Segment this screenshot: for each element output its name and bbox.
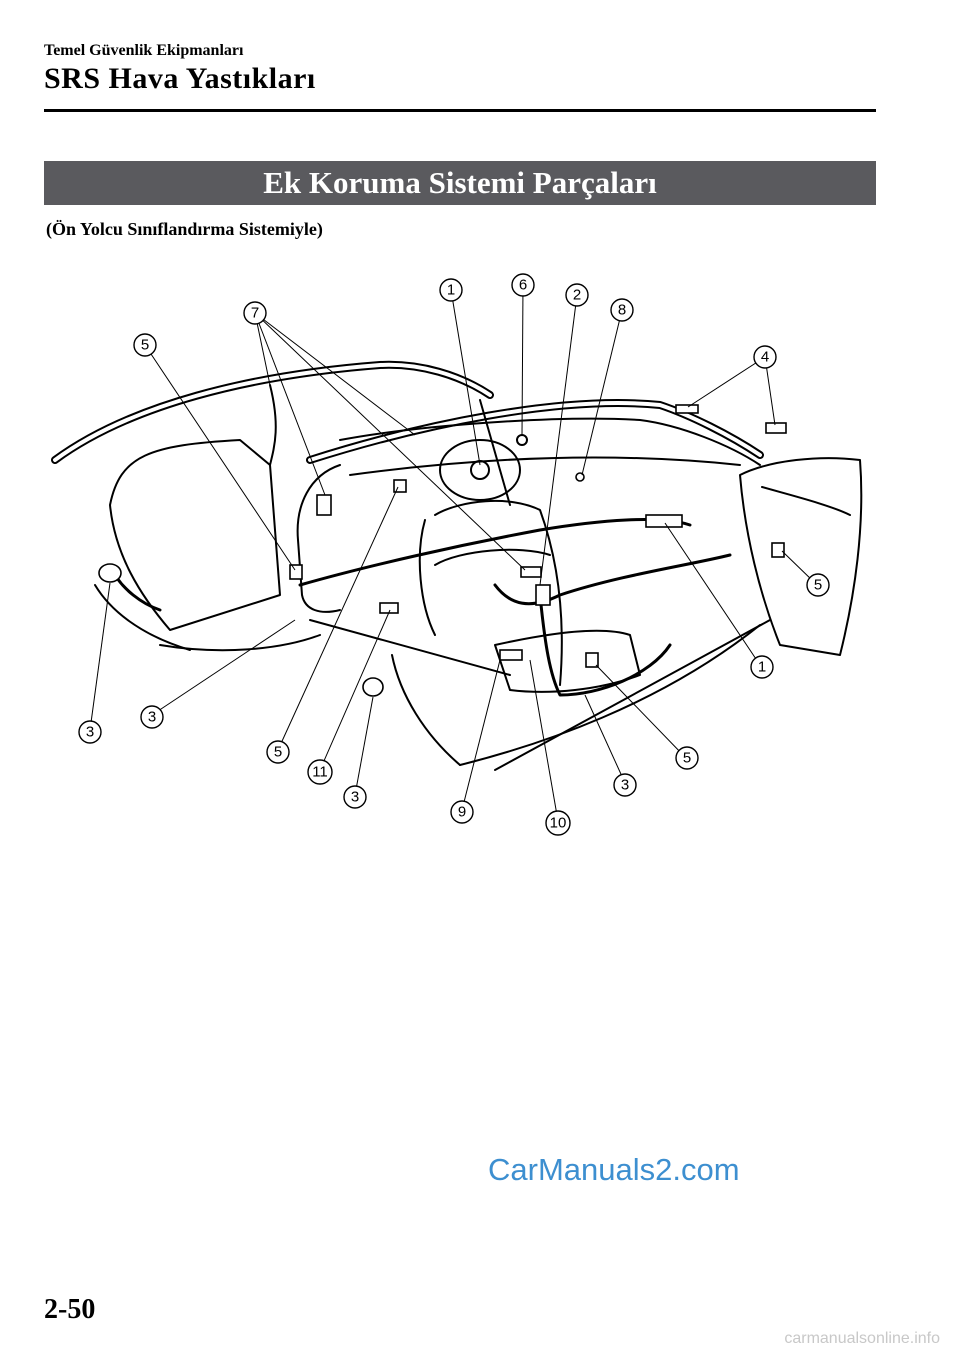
callout-10: 10 [545, 810, 571, 836]
page-title: SRS Hava Yastıkları [44, 62, 316, 95]
callouts: 1 6 2 8 7 5 4 5 1 5 3 3 3 3 5 11 9 10 [78, 273, 830, 836]
svg-text:8: 8 [618, 302, 626, 319]
sensor-4 [393, 479, 407, 493]
subtitle: (Ön Yolcu Sınıflandırma Sistemiyle) [46, 219, 323, 239]
sensor-7 [535, 584, 551, 606]
section-banner: Ek Koruma Sistemi Parçaları [44, 161, 876, 205]
svg-text:3: 3 [621, 777, 629, 794]
sensor-9 [771, 542, 785, 558]
svg-text:3: 3 [86, 724, 94, 741]
callout-2: 2 [565, 283, 589, 307]
footer-watermark: carmanualsonline.info [784, 1330, 940, 1347]
callout-3c: 3 [613, 773, 637, 797]
svg-text:1: 1 [447, 282, 455, 299]
sensor-10 [675, 404, 699, 414]
svg-text:4: 4 [761, 349, 769, 366]
sensor-15 [575, 472, 585, 482]
callout-3b: 3 [78, 720, 102, 744]
callout-3d: 3 [343, 785, 367, 809]
sensor-14 [585, 652, 599, 668]
watermark: CarManuals2.com [488, 1152, 740, 1187]
vehicle-outline [51, 360, 863, 771]
callout-5a: 5 [133, 333, 157, 357]
svg-text:2: 2 [573, 287, 581, 304]
sensor-6 [520, 566, 542, 578]
svg-text:3: 3 [148, 709, 156, 726]
sensor-1 [98, 563, 122, 583]
svg-text:5: 5 [683, 750, 691, 767]
callout-5c: 5 [675, 746, 699, 770]
svg-text:5: 5 [141, 337, 149, 354]
sensor-8 [645, 514, 683, 528]
callout-3a: 3 [140, 705, 164, 729]
callout-1a: 1 [439, 278, 463, 302]
svg-text:5: 5 [274, 744, 282, 761]
svg-text:7: 7 [251, 305, 259, 322]
sensor-13 [499, 649, 523, 661]
page-number: 2-50 [44, 1294, 96, 1325]
svg-text:9: 9 [458, 804, 466, 821]
leader-lines [89, 284, 816, 822]
svg-text:5: 5 [814, 577, 822, 594]
callout-11: 11 [307, 759, 333, 785]
svg-text:11: 11 [312, 764, 328, 781]
svg-text:6: 6 [519, 277, 527, 294]
callout-8: 8 [610, 298, 634, 322]
sensor-11 [765, 422, 787, 434]
callout-7: 7 [243, 301, 267, 325]
airbag-system-diagram: 1 6 2 8 7 5 4 5 1 5 3 3 3 3 5 11 9 10 [51, 273, 863, 836]
callout-5b: 5 [806, 573, 830, 597]
title-rule [44, 109, 876, 112]
sensor-12 [362, 677, 384, 697]
sensor-2 [316, 494, 332, 516]
svg-text:3: 3 [351, 789, 359, 806]
sensor-3 [289, 564, 303, 580]
callout-4: 4 [753, 345, 777, 369]
callout-1b: 1 [750, 655, 774, 679]
sensors [98, 404, 787, 697]
section-label: Temel Güvenlik Ekipmanları [44, 42, 244, 59]
callout-5d: 5 [266, 740, 290, 764]
svg-text:10: 10 [550, 815, 567, 832]
callout-9: 9 [450, 800, 474, 824]
svg-text:1: 1 [758, 659, 766, 676]
callout-6: 6 [511, 273, 535, 297]
